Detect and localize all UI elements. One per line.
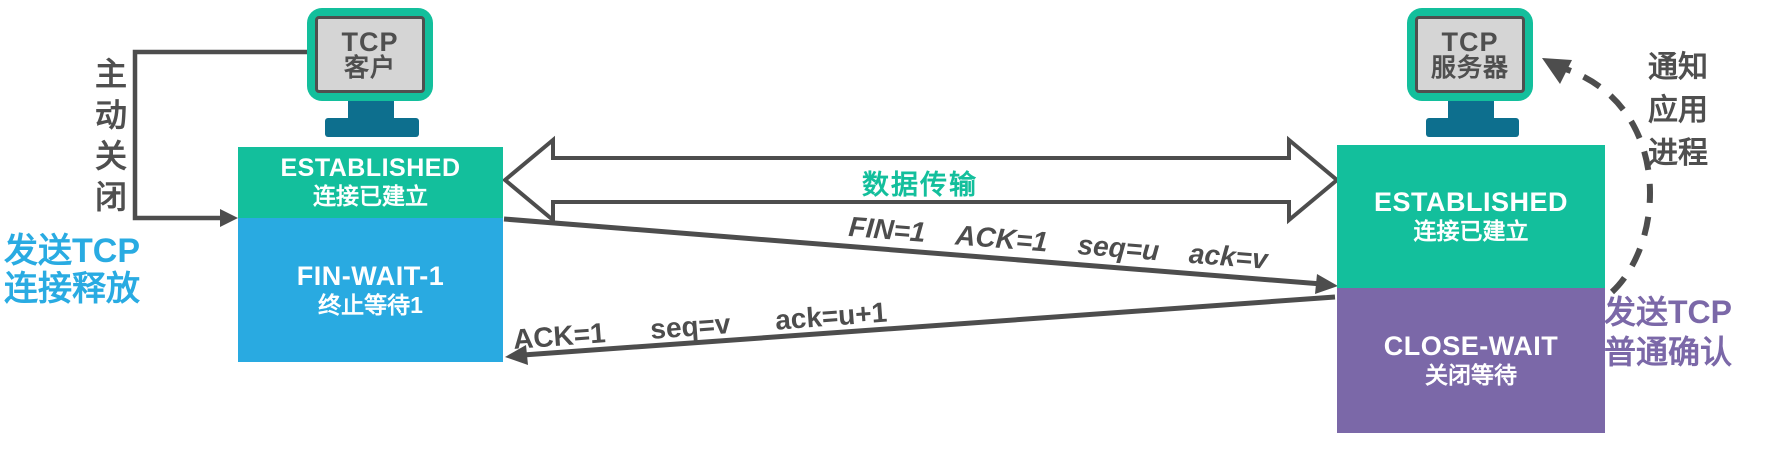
ack-arrowhead-icon	[505, 345, 528, 365]
state-name-zh: 关闭等待	[1425, 362, 1517, 389]
state-name-zh: 终止等待1	[318, 291, 423, 318]
server-monitor-stand	[1448, 100, 1494, 122]
send-ack-label: 发送TCP 普通确认	[1604, 292, 1732, 372]
send-release-line1: 发送TCP	[4, 232, 140, 270]
client-monitor-base	[325, 118, 419, 137]
client-fin-wait-1-state-box: FIN-WAIT-1 终止等待1	[238, 218, 503, 362]
state-name: ESTABLISHED	[1373, 187, 1568, 218]
seq-value: seq=v	[649, 308, 732, 345]
server-computer-icon: TCP 服务器	[1407, 8, 1533, 101]
notify-line3: 进程	[1648, 137, 1708, 170]
data-transfer-label: 数据传输	[862, 170, 978, 200]
state-name: ESTABLISHED	[280, 154, 461, 183]
send-ack-line2: 普通确认	[1604, 334, 1733, 370]
client-monitor-stand	[348, 100, 394, 122]
client-label-zh: 客户	[343, 53, 396, 82]
server-label-en: TCP	[1441, 26, 1499, 57]
client-label-en: TCP	[341, 26, 399, 57]
send-release-line2: 连接释放	[4, 270, 140, 308]
send-release-label: 发送TCP 连接释放	[4, 232, 140, 308]
state-name-zh: 连接已建立	[1413, 218, 1529, 245]
state-name: CLOSE-WAIT	[1383, 331, 1559, 362]
seq-value: seq=u	[1076, 229, 1161, 267]
notify-line1: 通知	[1648, 51, 1708, 84]
active-close-label: 主动关闭	[91, 57, 127, 221]
server-close-wait-state-box: CLOSE-WAIT 关闭等待	[1337, 288, 1605, 433]
fin-arrowhead-icon	[1315, 274, 1338, 294]
server-monitor-base	[1426, 118, 1519, 137]
state-name: FIN-WAIT-1	[296, 260, 445, 291]
send-ack-line1: 发送TCP	[1604, 294, 1733, 330]
active-close-arrowhead-icon	[220, 209, 238, 227]
server-label-zh: 服务器	[1430, 53, 1509, 82]
client-established-state-box: ESTABLISHED 连接已建立	[238, 147, 503, 218]
server-screen: TCP 服务器	[1415, 16, 1525, 93]
notify-arrowhead-icon	[1542, 58, 1572, 84]
fin-flag: FIN=1	[847, 211, 927, 248]
state-name-zh: 连接已建立	[313, 183, 428, 210]
fin-segment-arrow	[503, 216, 1323, 287]
client-screen: TCP 客户	[315, 16, 425, 93]
notify-process-arrow	[1555, 63, 1654, 295]
server-established-state-box: ESTABLISHED 连接已建立	[1337, 145, 1605, 288]
client-computer-icon: TCP 客户	[307, 8, 433, 101]
ack-segment-arrow	[522, 294, 1336, 358]
notify-process-label: 通知 应用 进程	[1648, 46, 1708, 175]
notify-line2: 应用	[1648, 94, 1708, 127]
ack-flag: ACK=1	[512, 317, 607, 355]
ack-value: ack=v	[1187, 237, 1269, 275]
active-close-connector-line	[132, 49, 307, 221]
